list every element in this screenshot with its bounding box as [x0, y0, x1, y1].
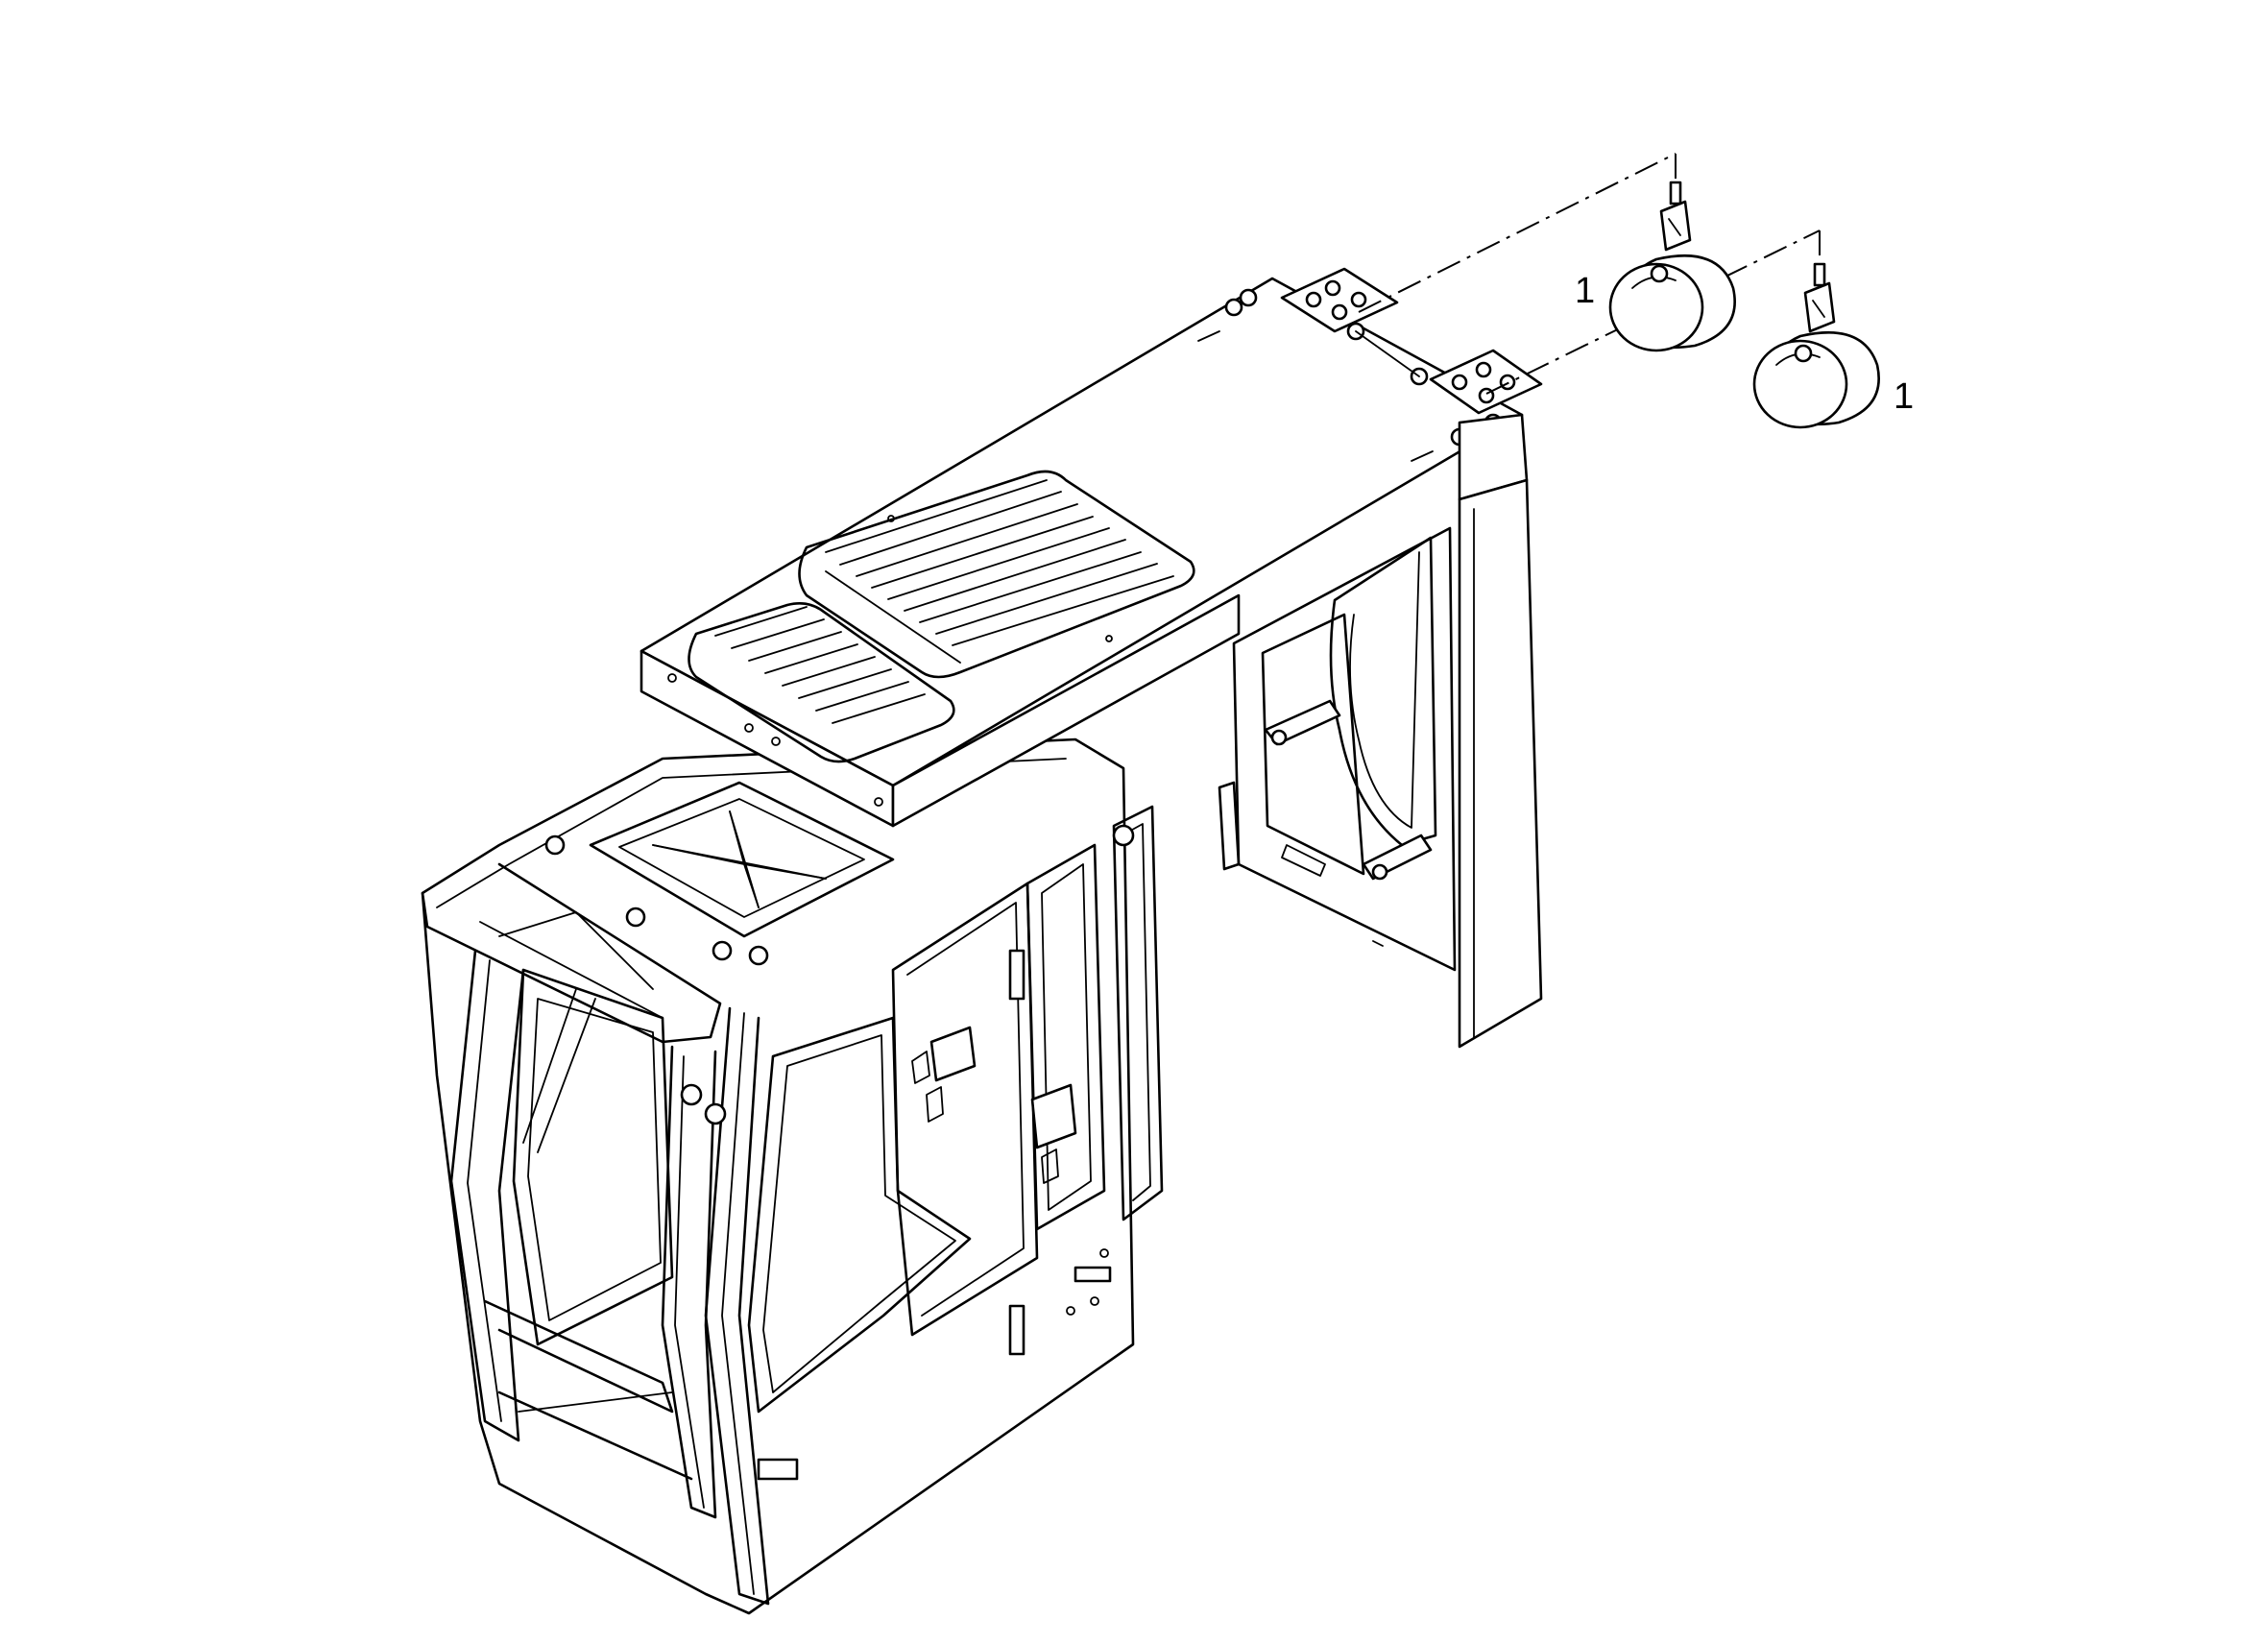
work-lamp-right [1752, 262, 1880, 429]
callout-lamp-left: 1 [1575, 271, 1595, 311]
operator-cab [421, 737, 1164, 1615]
callout-lamp-right: 1 [1894, 376, 1914, 417]
work-lamp-left [1608, 181, 1736, 352]
roof-guard-assembly [639, 267, 1543, 1049]
